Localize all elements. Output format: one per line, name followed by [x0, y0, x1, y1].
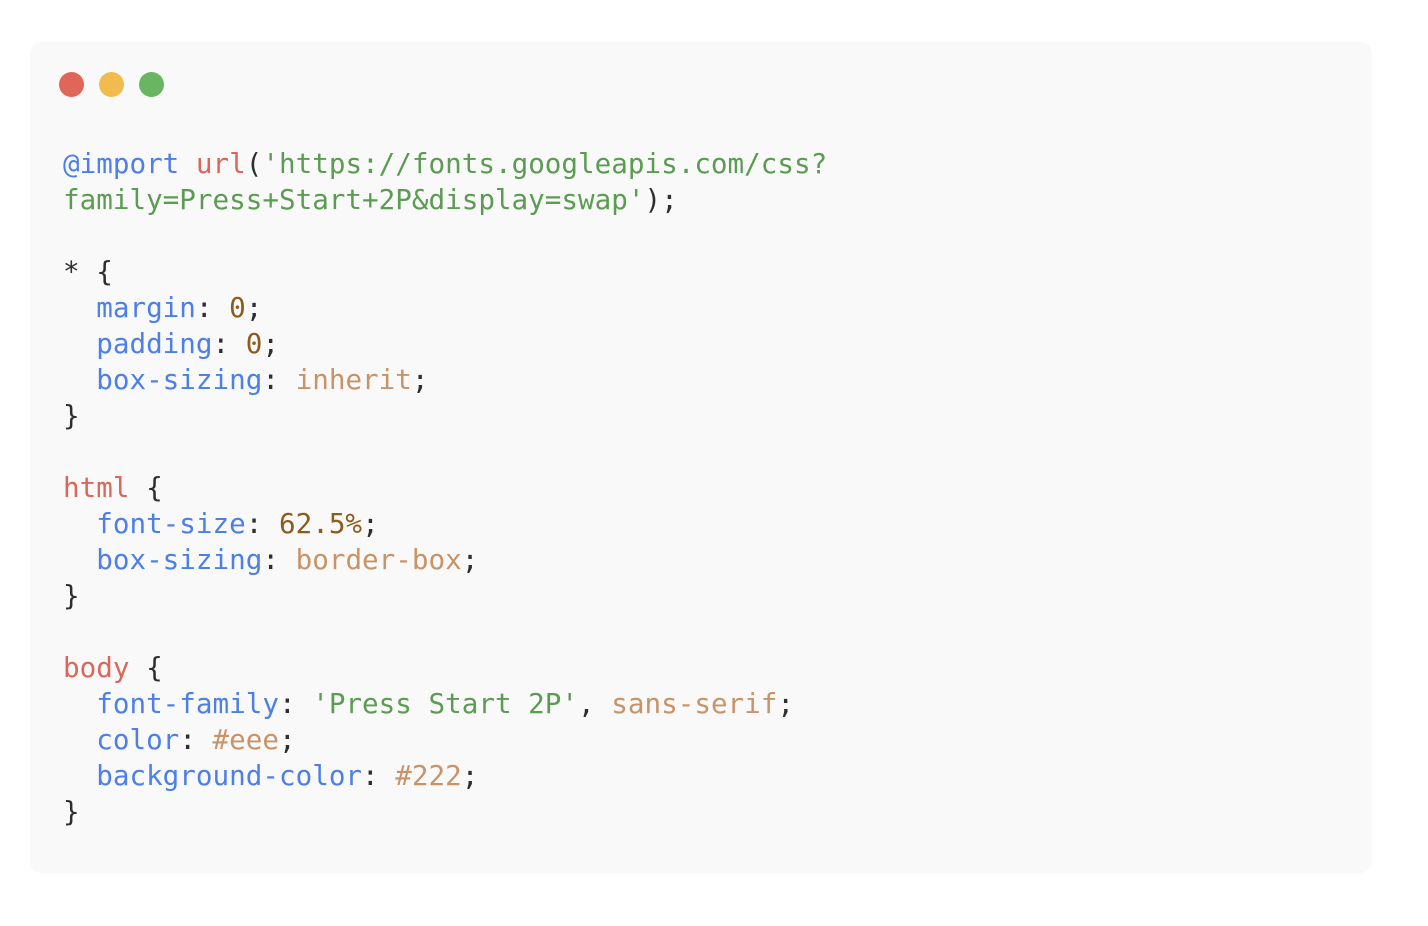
code-token: : [278, 687, 313, 720]
code-line: padding: 0; [63, 326, 827, 362]
code-line: } [63, 398, 827, 434]
code-token: ); [644, 183, 678, 216]
code-line: html { [63, 470, 827, 506]
code-token: background-color [96, 759, 363, 792]
code-token: ; [777, 687, 795, 720]
code-token: body [63, 651, 130, 684]
code-token [63, 723, 96, 756]
minimize-dot-icon [99, 72, 124, 97]
code-token: : [262, 543, 296, 576]
code-token: ; [262, 327, 280, 360]
code-token: @import [63, 147, 180, 180]
maximize-dot-icon [139, 72, 164, 97]
code-line: family=Press+Start+2P&display=swap'); [63, 182, 827, 218]
code-token [63, 291, 96, 324]
code-token: font-family [96, 687, 279, 720]
code-token: 0 [229, 291, 246, 324]
code-token [63, 687, 96, 720]
code-token: padding [96, 327, 213, 360]
code-token: ; [461, 759, 479, 792]
code-token: 'Press Start 2P' [312, 687, 579, 720]
code-token [63, 363, 96, 396]
code-line [63, 218, 827, 254]
code-token: : [245, 507, 279, 540]
code-token: ; [245, 291, 263, 324]
code-token: family=Press+Start+2P&display=swap' [63, 183, 645, 216]
code-block: @import url('https://fonts.googleapis.co… [63, 146, 827, 830]
code-line: margin: 0; [63, 290, 827, 326]
code-token: box-sizing [96, 363, 263, 396]
code-token: #eee [212, 723, 279, 756]
code-token: ; [461, 543, 479, 576]
code-token: 'https://fonts.googleapis.com/css? [262, 147, 828, 180]
code-line: color: #eee; [63, 722, 827, 758]
code-token [63, 759, 96, 792]
code-token: ; [279, 723, 296, 756]
code-token: } [63, 795, 80, 828]
code-line: font-family: 'Press Start 2P', sans-seri… [63, 686, 827, 722]
code-line [63, 614, 827, 650]
code-line: font-size: 62.5%; [63, 506, 827, 542]
code-token: : [212, 327, 246, 360]
code-line: * { [63, 254, 827, 290]
code-token: { [129, 471, 163, 504]
code-token: ; [362, 507, 379, 540]
code-token: margin [96, 291, 196, 324]
code-token: 62.5% [278, 507, 363, 540]
code-token: : [195, 291, 230, 324]
code-token: url [195, 147, 246, 180]
code-token [63, 327, 96, 360]
code-token: inherit [295, 363, 412, 396]
code-window: @import url('https://fonts.googleapis.co… [30, 42, 1372, 873]
code-token: border-box [295, 543, 462, 576]
code-token: color [96, 723, 180, 756]
code-token: : [262, 363, 296, 396]
code-line [63, 434, 827, 470]
code-token: sans-serif [611, 687, 778, 720]
code-token: : [179, 723, 213, 756]
code-token: box-sizing [96, 543, 263, 576]
code-token: , [578, 687, 612, 720]
code-token: ( [245, 147, 263, 180]
code-token: { [129, 651, 163, 684]
code-token: * { [63, 255, 113, 288]
code-line: background-color: #222; [63, 758, 827, 794]
code-token: #222 [395, 759, 462, 792]
code-token: font-size [96, 507, 246, 540]
code-token [179, 147, 196, 180]
close-dot-icon [59, 72, 84, 97]
code-token: } [63, 399, 80, 432]
code-line: @import url('https://fonts.googleapis.co… [63, 146, 827, 182]
code-line: } [63, 794, 827, 830]
code-token: html [63, 471, 130, 504]
code-line: } [63, 578, 827, 614]
code-token: 0 [245, 327, 263, 360]
code-token: : [362, 759, 396, 792]
code-line: box-sizing: border-box; [63, 542, 827, 578]
code-token: ; [411, 363, 429, 396]
code-token [63, 507, 96, 540]
code-token [63, 543, 96, 576]
code-line: box-sizing: inherit; [63, 362, 827, 398]
code-line: body { [63, 650, 827, 686]
code-token: } [63, 579, 80, 612]
